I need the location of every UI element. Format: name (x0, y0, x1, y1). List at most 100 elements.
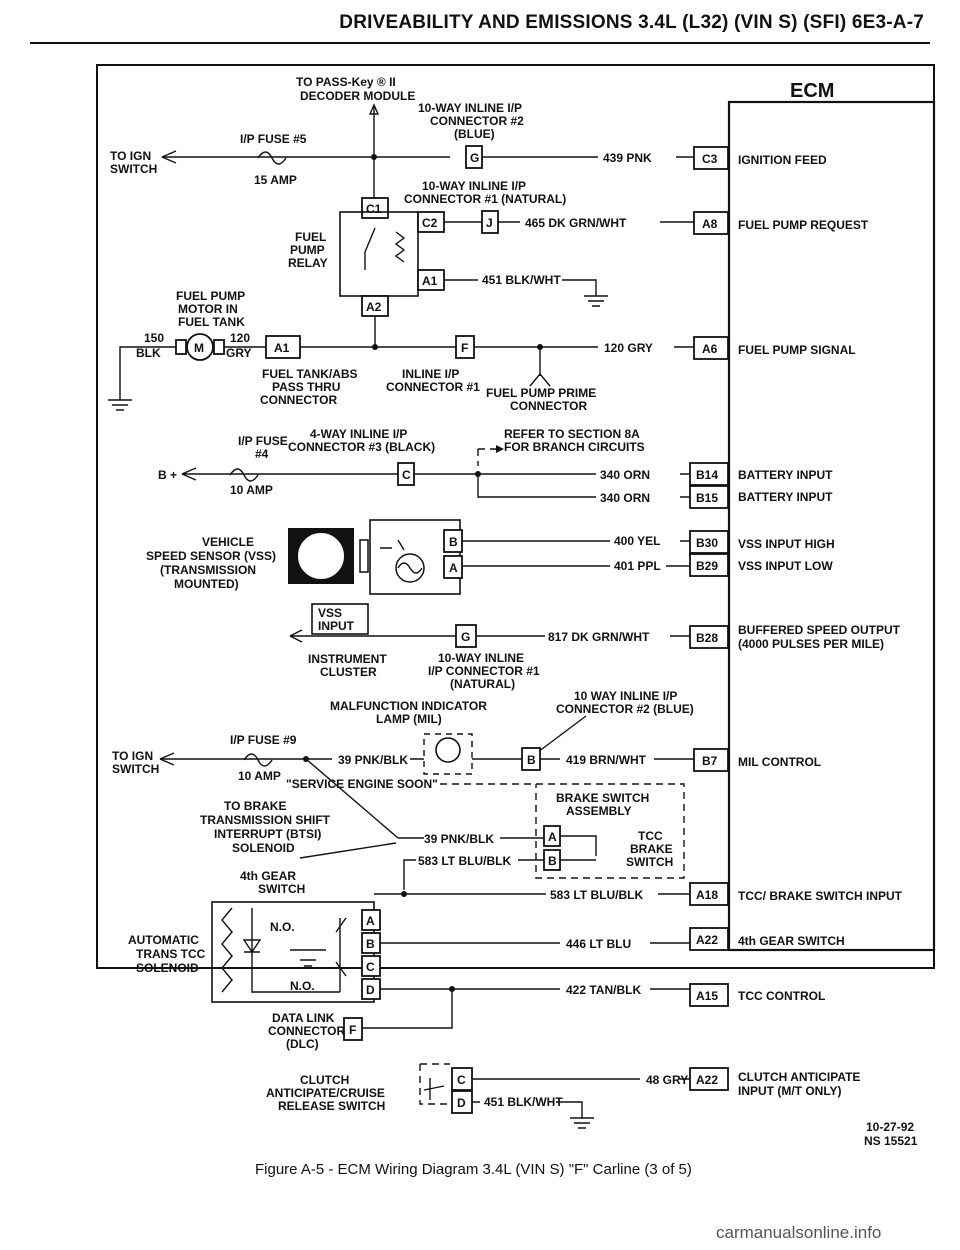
clutch-switch-contacts (423, 1078, 445, 1100)
conn-pin-g-2: G (461, 630, 470, 644)
ecm-fn-fuel-pump-request: FUEL PUMP REQUEST (738, 218, 869, 232)
tcc-brake-label-3: SWITCH (626, 855, 673, 869)
ecm-pin-b29: B29 (696, 559, 718, 573)
wire-583-label-b: 583 LT BLU/BLK (550, 888, 643, 902)
vss-sensor-icon (296, 531, 346, 581)
relay-contact (364, 227, 376, 270)
ecm-fn-ignition-feed: IGNITION FEED (738, 153, 827, 167)
vss-input-label-1: VSS (318, 606, 342, 620)
arrow (289, 629, 303, 643)
wire-439-pnk: 439 PNK (603, 151, 652, 165)
clutch-label-2: ANTICIPATE/CRUISE (266, 1086, 385, 1100)
ecm-fn-fuel-pump-signal: FUEL PUMP SIGNAL (738, 343, 856, 357)
vss-circuit: VEHICLE SPEED SENSOR (VSS) (TRANSMISSION… (146, 519, 690, 595)
relay-coil (394, 231, 406, 263)
amp-10b-label: 10 AMP (238, 769, 281, 783)
refer-dashed-leader (477, 448, 496, 466)
prime-connector-symbol (529, 347, 551, 387)
mil-label-2: LAMP (MIL) (376, 712, 442, 726)
fuel-pump-relay-box (339, 211, 419, 297)
inline-3-label-2: CONNECTOR #3 (BLACK) (288, 440, 435, 454)
vss-label-1: VEHICLE (202, 535, 254, 549)
ecm-function-labels: IGNITION FEED FUEL PUMP REQUEST FUEL PUM… (738, 153, 903, 1098)
connector-pin-box (265, 335, 301, 359)
brake-assembly-label-2: ASSEMBLY (566, 804, 632, 818)
arrow (159, 752, 175, 766)
arrow (496, 445, 504, 453)
connector-pin-box (455, 335, 475, 359)
wire-401-ppl-label: 401 PPL (614, 559, 661, 573)
arrow (181, 467, 197, 481)
tcc-brake-label-2: BRAKE (630, 842, 673, 856)
fuel-tank-abs-label-1: FUEL TANK/ABS (262, 367, 358, 381)
wire-dlc (362, 989, 453, 1029)
inline-2-label-1: 10-WAY INLINE I/P (418, 101, 522, 115)
ecm-pin-box (693, 748, 729, 772)
prime-label-1: FUEL PUMP PRIME (486, 386, 596, 400)
connector-pin-box (443, 555, 463, 579)
ecm-pin-c3: C3 (702, 152, 718, 166)
relay-pin-c2: C2 (422, 216, 438, 230)
motor-label-1: FUEL PUMP (176, 289, 245, 303)
diagram-ns-number: NS 15521 (864, 1134, 918, 1148)
wire-39-branch (305, 758, 399, 839)
ground-symbol (108, 399, 132, 411)
brake-switch-contacts (560, 835, 597, 861)
relay-pin-c1: C1 (366, 202, 382, 216)
wire-451-blk-wht: 451 BLK/WHT (482, 273, 561, 287)
vss-label-3: (TRANSMISSION (160, 563, 256, 577)
fuel-tank-abs-label-2: PASS THRU (272, 380, 340, 394)
motor-terminal (175, 339, 187, 355)
arrow (368, 103, 380, 115)
figure-caption: Figure A-5 - ECM Wiring Diagram 3.4L (VI… (255, 1161, 692, 1178)
wire-39-pnk-blk-label: 39 PNK/BLK (424, 832, 494, 846)
wire-39-pnk-blk-a: 39 PNK/BLK (338, 753, 408, 767)
wire-blk: BLK (136, 346, 161, 360)
ground-symbol (290, 949, 326, 967)
fuse-4-symbol (229, 468, 259, 482)
inline-1-nat-label-2: CONNECTOR #1 (NATURAL) (404, 192, 566, 206)
dlc-pin-f: F (349, 1023, 356, 1037)
ecm-fn-mt-only: INPUT (M/T ONLY) (738, 1084, 842, 1098)
ac-source-icon (395, 553, 425, 583)
to-brake-label-2: TRANSMISSION SHIFT (200, 813, 331, 827)
ecm-pin-a22: A22 (696, 933, 718, 947)
to-brake-label-1: TO BRAKE (224, 799, 286, 813)
amp-15-label: 15 AMP (254, 173, 297, 187)
ecm-pin-box (693, 211, 729, 235)
wire-422-tan-blk: 422 TAN/BLK (566, 983, 641, 997)
header-rule (30, 42, 930, 44)
inline-1b-label-2: I/P CONNECTOR #1 (428, 664, 540, 678)
ecm-pin-a15: A15 (696, 989, 718, 1003)
ecm-title: ECM (790, 80, 834, 102)
relay-label-3: RELAY (288, 256, 328, 270)
tcc-pin-b: B (366, 937, 375, 951)
vss-input-label-2: INPUT (318, 619, 355, 633)
clutch-switch-dashed (419, 1063, 450, 1105)
gear-switch-contacts (335, 917, 347, 992)
vss-inner-wire (380, 539, 405, 551)
clutch-label-1: CLUTCH (300, 1073, 349, 1087)
to-brake-label-4: SOLENOID (232, 841, 295, 855)
automatic-label-1: AUTOMATIC (128, 933, 199, 947)
conn-pin-b-mil: B (527, 753, 536, 767)
brake-pin-a: A (548, 830, 557, 844)
ecm-pin-a6: A6 (702, 342, 718, 356)
motor-label-3: FUEL TANK (178, 315, 245, 329)
connector-pin-box (481, 210, 499, 234)
wire-gry: GRY (226, 346, 252, 360)
refer-label-2: FOR BRANCH CIRCUITS (504, 440, 645, 454)
automatic-label-3: SOLENOID (136, 961, 199, 975)
tcc-pin-a: A (366, 914, 375, 928)
mil-label-1: MALFUNCTION INDICATOR (330, 699, 487, 713)
ecm-pin-box (689, 983, 729, 1007)
ecm-pins: C3 A8 A6 B14 B15 B30 B29 B28 B7 A18 A22 … (689, 146, 729, 1091)
ecm-box (727, 100, 936, 952)
conn-pin-b: B (449, 535, 458, 549)
ecm-pin-b7: B7 (702, 754, 718, 768)
ecm-pin-a18: A18 (696, 888, 718, 902)
wire-465-dk-grn-wht: 465 DK GRN/WHT (525, 216, 627, 230)
conn-pin-g: G (470, 151, 479, 165)
clutch-pin-c: C (457, 1073, 466, 1087)
automatic-label-2: TRANS TCC (136, 947, 206, 961)
